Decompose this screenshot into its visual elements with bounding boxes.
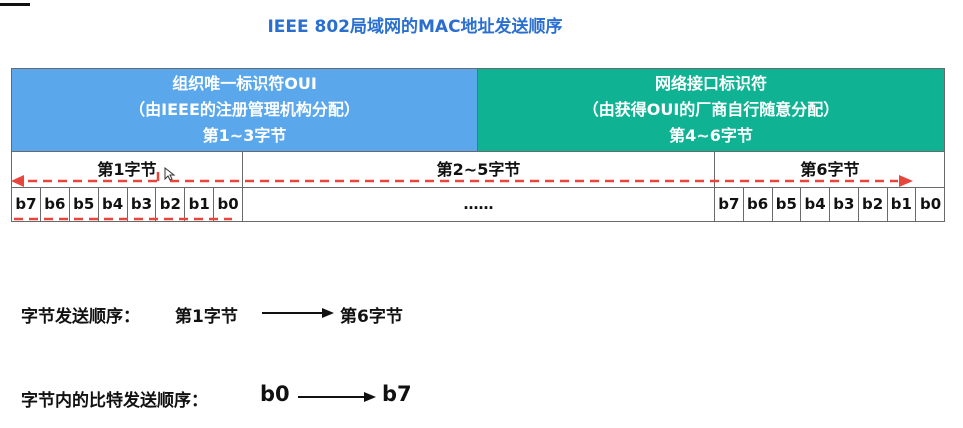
bit-cell-first-byte: b7 bbox=[12, 188, 41, 221]
bit-cell-last-byte: b5 bbox=[773, 188, 802, 221]
mouse-cursor-icon bbox=[164, 167, 176, 181]
bit-cell-last-byte: b2 bbox=[859, 188, 888, 221]
bit-cell-first-byte: b6 bbox=[41, 188, 70, 221]
byte-6-cell: 第6字节 bbox=[800, 160, 860, 179]
byte-row: 第1字节 第2~5字节 第6字节 bbox=[11, 152, 945, 188]
bit-cell-first-byte: b0 bbox=[214, 188, 243, 221]
byte-order-label: 字节发送顺序： bbox=[21, 307, 140, 327]
nic-block: 网络接口标识符 （由获得OUI的厂商自行随意分配） 第4~6字节 bbox=[477, 68, 945, 152]
bit-cell-last-byte: b1 bbox=[888, 188, 917, 221]
byte-order-from: 第1字节 bbox=[175, 307, 238, 327]
bit-cell-last-byte: b0 bbox=[920, 195, 942, 213]
bit-order-from: b0 bbox=[260, 382, 290, 406]
nic-bytes: 第4~6字节 bbox=[669, 126, 753, 145]
bit-cell-last-byte: b7 bbox=[715, 188, 744, 221]
bit-cell-first-byte: b3 bbox=[128, 188, 157, 221]
bit-cell-last-byte: b3 bbox=[830, 188, 859, 221]
oui-name: 组织唯一标识符OUI bbox=[172, 74, 317, 93]
bit-cell-first-byte: b2 bbox=[156, 188, 186, 221]
oui-assigner: （由IEEE的注册管理机构分配） bbox=[129, 100, 360, 119]
bit-order-to: b7 bbox=[382, 382, 412, 406]
nic-name: 网络接口标识符 bbox=[654, 74, 767, 93]
corner-mark bbox=[0, 0, 30, 6]
bit-cell-last-byte: b4 bbox=[801, 188, 830, 221]
bit-cell-first-byte: b1 bbox=[185, 188, 215, 221]
nic-assigner: （由获得OUI的厂商自行随意分配） bbox=[582, 100, 840, 119]
bit-cell-first-byte: b5 bbox=[70, 188, 99, 221]
bit-order-label: 字节内的比特发送顺序： bbox=[21, 391, 208, 411]
bit-cell-last-byte: b6 bbox=[744, 188, 773, 221]
bit-order-arrow-icon bbox=[298, 392, 376, 402]
oui-block: 组织唯一标识符OUI （由IEEE的注册管理机构分配） 第1~3字节 bbox=[11, 68, 478, 152]
byte-2-5-cell: 第2~5字节 bbox=[243, 152, 715, 187]
bit-cell-first-byte: b4 bbox=[99, 188, 128, 221]
oui-bytes: 第1~3字节 bbox=[202, 126, 287, 145]
byte-1-cell: 第1字节 bbox=[12, 152, 243, 187]
byte-order-to: 第6字节 bbox=[340, 307, 403, 327]
byte-order-arrow-icon bbox=[262, 308, 334, 318]
bits-ellipsis: …… bbox=[243, 188, 715, 221]
page-title: IEEE 802局域网的MAC地址发送顺序 bbox=[267, 17, 563, 37]
